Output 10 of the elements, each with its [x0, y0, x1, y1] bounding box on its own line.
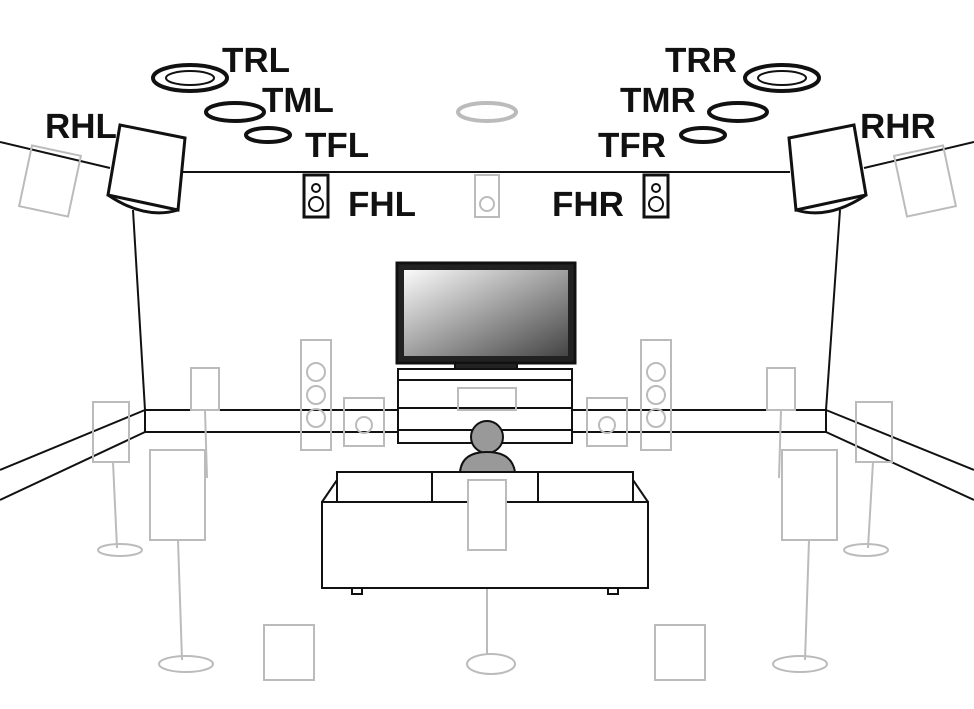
channel-label: RHR [860, 108, 936, 146]
channel-label: FHR [552, 186, 624, 224]
channel-label: FHL [348, 186, 416, 224]
channel-label: TFR [598, 127, 666, 165]
channel-label: RHL [45, 108, 117, 146]
channel-label: TML [262, 82, 334, 120]
channel-label: TRL [222, 42, 290, 80]
channel-label: TMR [620, 82, 696, 120]
channel-label: TRR [665, 42, 737, 80]
channel-label: TFL [305, 127, 370, 165]
